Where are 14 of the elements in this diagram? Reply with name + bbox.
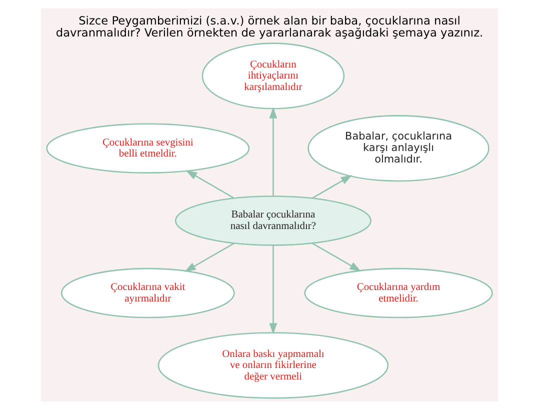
node-ellipse: Babalar, çocuklarına karşı anlayışlı olmalıdır. [307, 115, 489, 182]
node-ellipse: Babalar çocuklarına nasıl davranmalıdır? [174, 196, 371, 246]
arrow [312, 242, 361, 272]
node-ellipse: Çocuklarına sevgisini belli etmeldir. [46, 123, 250, 174]
arrow [268, 246, 277, 334]
node-ellipse: Çocuklarına yardım etmelidir. [304, 268, 492, 318]
diagram-title: Sizce Peygamberimizi (s.a.v.) örnek alan bir baba, çocuklarına nasıl davranmalıdır? Verilen örnekten de yararlanarak aşağıdaki şemaya yazınız. [55, 13, 483, 40]
node-ellipse: Onlara baskı yapmamalı ve onların fikirlerine değer vermeli [157, 332, 388, 399]
node-ellipse: Çocukların ihtiyaçlarını karşılamalıdır [201, 42, 344, 110]
arrow [312, 175, 352, 199]
arrow [184, 242, 234, 272]
arrow [268, 106, 277, 196]
arrow [185, 170, 234, 199]
node-ellipse: Çocuklarına vakit ayırmalıdır [60, 268, 234, 318]
